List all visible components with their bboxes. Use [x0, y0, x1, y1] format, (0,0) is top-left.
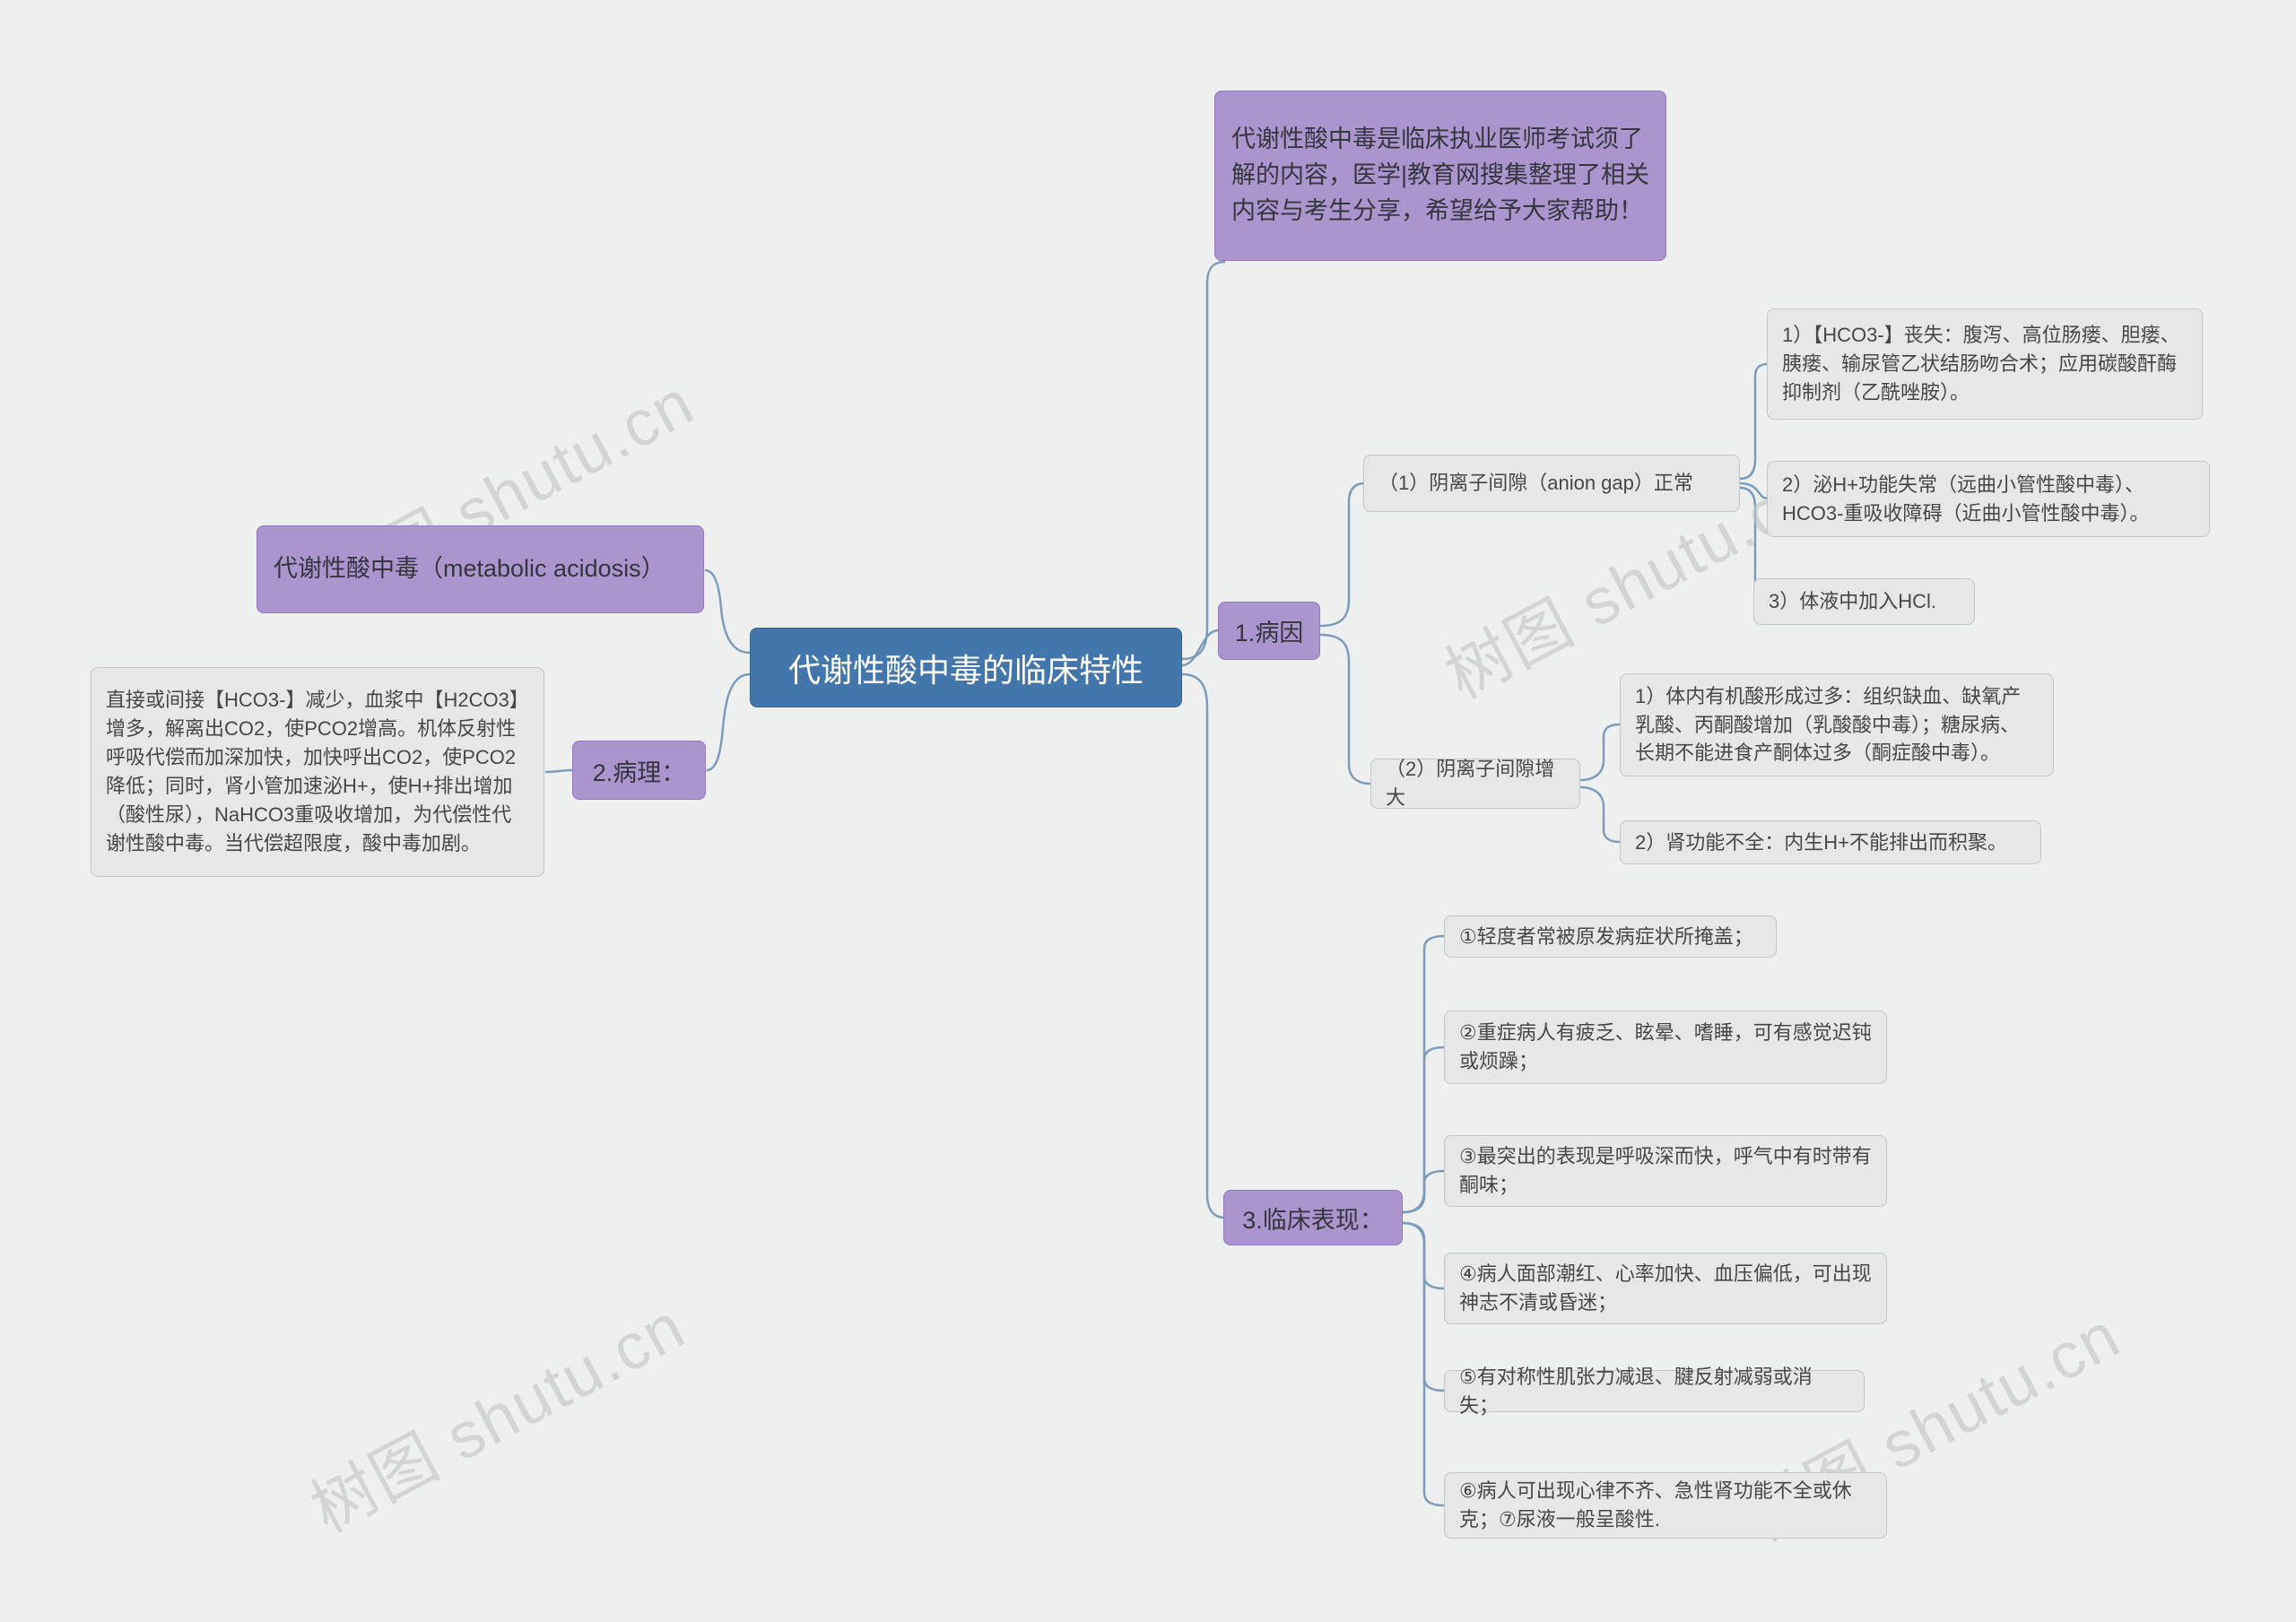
node-clinical-item-5[interactable]: ⑤有对称性肌张力减退、腱反射减弱或消失；: [1444, 1366, 1865, 1417]
node-intro[interactable]: 代谢性酸中毒是临床执业医师考试须了解的内容，医学|教育网搜集整理了相关内容与考生…: [1214, 91, 1666, 261]
node-center-title[interactable]: 代谢性酸中毒的临床特性: [750, 628, 1182, 707]
node-etiology-increased-item-2[interactable]: 2）肾功能不全：内生H+不能排出而积聚。: [1620, 820, 2041, 864]
node-clinical-label[interactable]: 3.临床表现：: [1223, 1190, 1403, 1245]
node-clinical-item-6[interactable]: ⑥病人可出现心律不齐、急性肾功能不全或休克；⑦尿液一般呈酸性.: [1444, 1472, 1887, 1539]
node-etiology-increased-gap[interactable]: （2）阴离子间隙增大: [1370, 758, 1580, 809]
node-clinical-item-3[interactable]: ③最突出的表现是呼吸深而快，呼气中有时带有酮味；: [1444, 1135, 1887, 1207]
node-etiology-normal-item-2[interactable]: 2）泌H+功能失常（远曲小管性酸中毒）、HCO3-重吸收障碍（近曲小管性酸中毒）…: [1767, 461, 2210, 537]
node-etiology-normal-item-1[interactable]: 1）【HCO3-】丧失：腹泻、高位肠瘘、胆瘘、胰瘘、输尿管乙状结肠吻合术；应用碳…: [1767, 308, 2203, 420]
node-clinical-item-4[interactable]: ④病人面部潮红、心率加快、血压偏低，可出现神志不清或昏迷；: [1444, 1253, 1887, 1324]
node-definition[interactable]: 代谢性酸中毒（metabolic acidosis）: [257, 525, 704, 613]
node-etiology-increased-item-1[interactable]: 1）体内有机酸形成过多：组织缺血、缺氧产乳酸、丙酮酸增加（乳酸酸中毒）；糖尿病、…: [1620, 673, 2054, 776]
node-etiology-normal-item-3[interactable]: 3）体液中加入HCl.: [1753, 578, 1975, 625]
node-clinical-item-1[interactable]: ①轻度者常被原发病症状所掩盖；: [1444, 915, 1777, 958]
node-clinical-item-2[interactable]: ②重症病人有疲乏、眩晕、嗜睡，可有感觉迟钝或烦躁；: [1444, 1010, 1887, 1084]
node-pathology-detail[interactable]: 直接或间接【HCO3-】减少，血浆中【H2CO3】增多，解离出CO2，使PCO2…: [91, 667, 544, 877]
node-etiology-normal-gap[interactable]: （1）阴离子间隙（anion gap）正常: [1363, 455, 1740, 512]
node-etiology-label[interactable]: 1.病因: [1218, 602, 1320, 660]
node-pathology-label[interactable]: 2.病理：: [572, 741, 706, 800]
